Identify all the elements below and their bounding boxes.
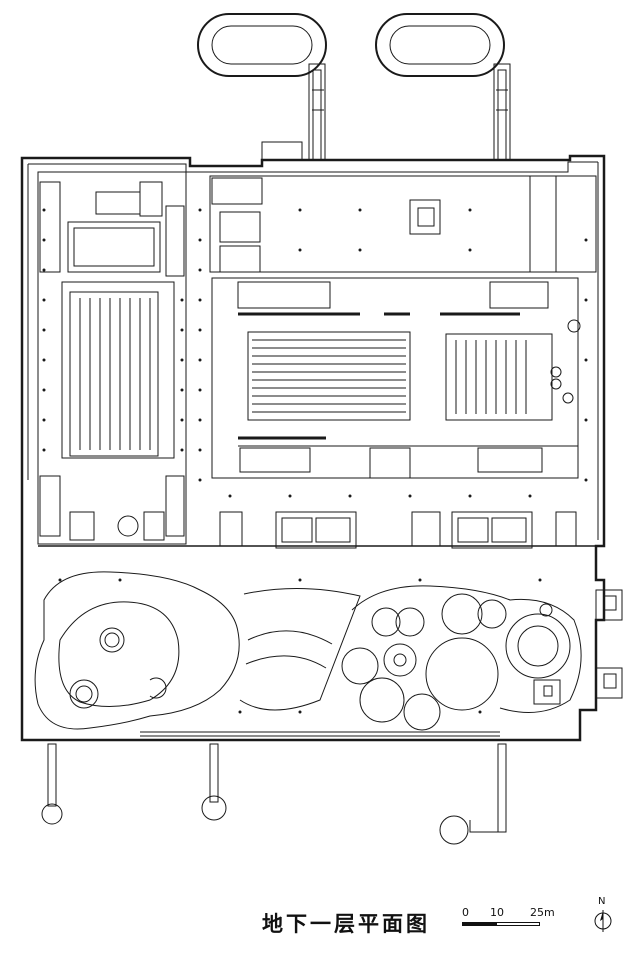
north-arrow: N <box>592 896 614 936</box>
pool-lanes-right <box>455 340 527 414</box>
scale-label-10: 10 <box>490 906 504 919</box>
column-grid <box>42 208 588 714</box>
title-block: 地下一层平面图 0 10 25m <box>262 900 556 936</box>
scale-label-0: 0 <box>462 906 469 919</box>
pool-lanes-center <box>252 339 406 413</box>
north-label: N <box>598 896 606 907</box>
scale-segment-2 <box>496 922 540 926</box>
pool-lanes-left <box>79 298 151 450</box>
floor-plan <box>20 13 623 845</box>
leisure-pool-outline <box>34 571 240 730</box>
plan-title: 地下一层平面图 <box>262 912 430 936</box>
ramp-loop-right <box>375 13 511 161</box>
scale-segment-1 <box>462 922 496 926</box>
scale-label-25: 25m <box>530 906 555 919</box>
ramp-loop-left <box>197 13 327 161</box>
north-arrow-icon <box>594 910 612 932</box>
scale-bar: 0 10 25m <box>446 900 556 936</box>
